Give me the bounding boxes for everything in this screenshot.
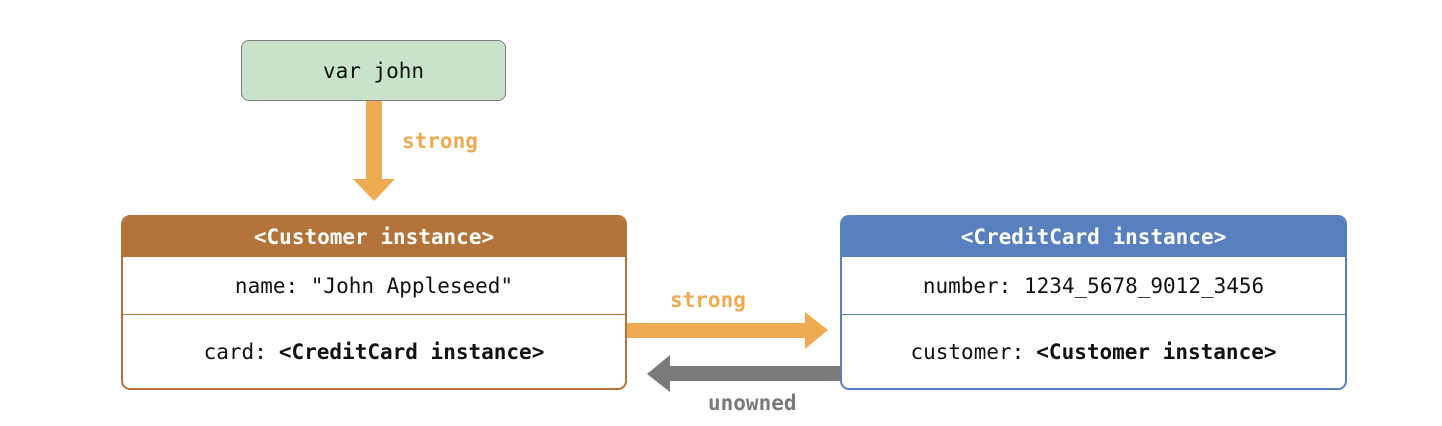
creditcard-customer-key: customer: [910,339,1025,364]
creditcard-customer-row: customer: <Customer instance> [842,315,1345,388]
john-strong-label: strong [402,129,478,153]
card-to-customer-arrow [647,355,840,392]
creditcard-instance-header: <CreditCard instance> [842,217,1345,257]
creditcard-number-text: number: 1234_5678_9012_3456 [922,273,1265,298]
customer-name-row: name: "John Appleseed" [123,257,625,315]
customer-card-strong-label: strong [670,288,746,312]
creditcard-instance-box: <CreditCard instance> number: 1234_5678_… [840,215,1347,390]
creditcard-number-row: number: 1234_5678_9012_3456 [842,257,1345,315]
customer-name-text: name: "John Appleseed" [234,273,514,298]
customer-instance-header: <Customer instance> [123,217,625,257]
card-customer-unowned-label: unowned [708,391,797,415]
customer-instance-box: <Customer instance> name: "John Applesee… [121,215,627,390]
customer-card-key: card: [203,339,267,364]
customer-to-card-arrow [627,312,828,349]
john-to-customer-arrow [353,101,395,201]
customer-card-row: card: <CreditCard instance> [123,315,625,388]
variable-john-label: var john [322,58,425,83]
variable-john-box: var john [241,40,506,101]
customer-card-value: <CreditCard instance> [278,339,545,364]
creditcard-customer-value: <Customer instance> [1036,339,1277,364]
